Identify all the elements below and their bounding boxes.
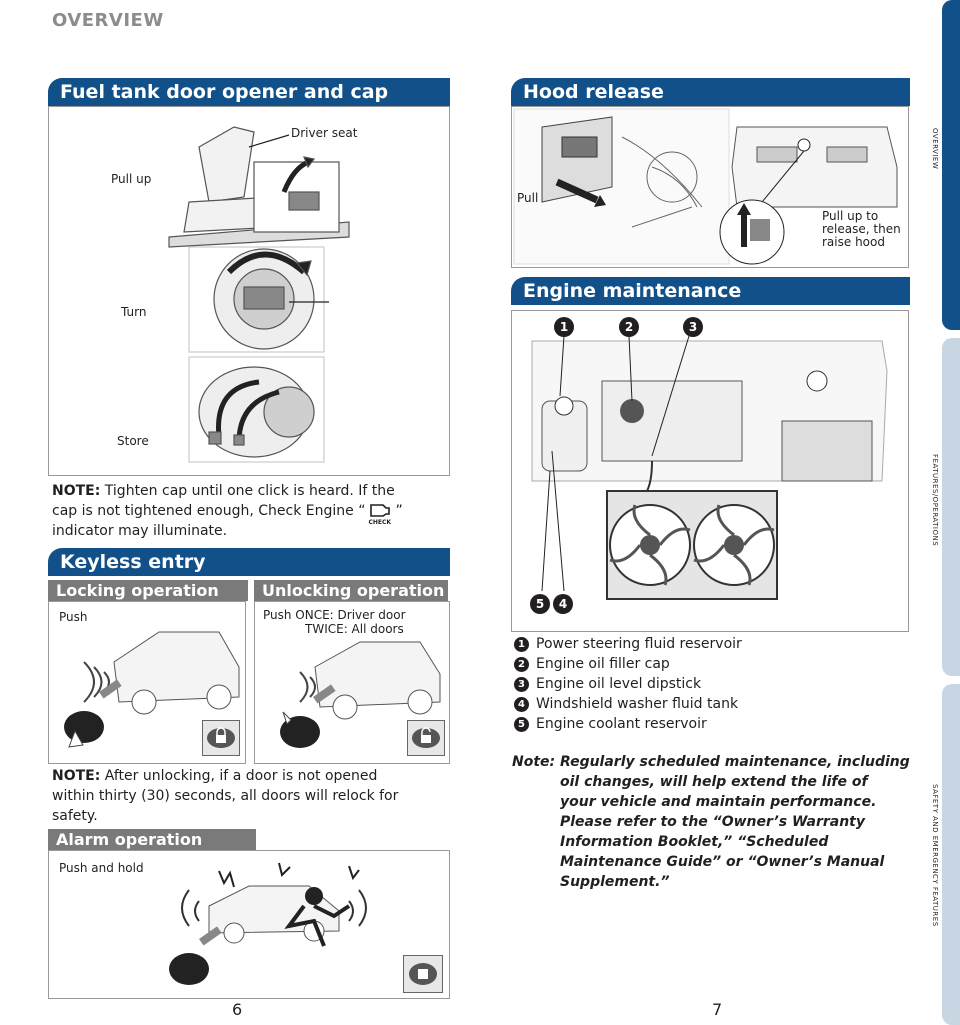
legend-number: 4: [514, 697, 529, 712]
legend-label: Engine oil level dipstick: [536, 676, 702, 692]
side-tab-safety[interactable]: [942, 684, 960, 1025]
unlock-button-icon: [407, 720, 445, 756]
unlocking-operation-header: Unlocking operation: [254, 580, 448, 601]
page-number-left: 6: [232, 1000, 243, 1019]
fuel-section-title: Fuel tank door opener and cap: [60, 81, 389, 103]
callout-1: 1: [554, 317, 574, 337]
unlocking-operation-title: Unlocking operation: [262, 581, 445, 600]
pull-up-release-line2: release, then: [822, 222, 901, 236]
legend-number: 3: [514, 677, 529, 692]
pull-label: Pull: [517, 191, 539, 205]
keyless-note-line3: safety.: [52, 808, 98, 824]
keyless-section-title: Keyless entry: [60, 551, 206, 573]
legend-item: 1 Power steering fluid reservoir: [514, 634, 742, 654]
store-label: Store: [117, 434, 149, 448]
driver-seat-illustration: [168, 126, 350, 248]
lock-button-icon: [202, 720, 240, 756]
alarm-panel: Push and hold: [48, 850, 450, 999]
legend-label: Engine coolant reservoir: [536, 716, 707, 732]
legend-number: 5: [514, 717, 529, 732]
alarm-operation-header: Alarm operation: [48, 829, 256, 850]
side-tab-overview-label: OVERVIEW: [931, 128, 939, 170]
car-unlock-illustration: [280, 641, 441, 748]
engine-bay-illustration: [531, 335, 888, 600]
check-engine-label: CHECK: [368, 519, 392, 526]
maintenance-note-line7: Supplement.”: [560, 874, 670, 890]
engine-section-title: Engine maintenance: [523, 280, 742, 302]
engine-panel: 1 2 3 4 5: [511, 310, 909, 632]
pull-up-release-line1: Pull up to: [822, 209, 879, 223]
fuel-illustrations: [168, 126, 350, 463]
alarm-push-hold-label: Push and hold: [59, 861, 144, 875]
fuel-note-line2a: cap is not tightened enough, Check Engin…: [52, 503, 366, 519]
side-tab-overview[interactable]: [942, 0, 960, 330]
fuel-cap-turn-illustration: [188, 246, 329, 353]
legend-item: 4 Windshield washer fluid tank: [514, 694, 738, 714]
legend-item: 3 Engine oil level dipstick: [514, 674, 701, 694]
legend-item: 5 Engine coolant reservoir: [514, 714, 707, 734]
maintenance-note-line1: Note: Regularly scheduled maintenance, i…: [512, 754, 910, 770]
side-tab-features[interactable]: [942, 338, 960, 676]
legend-number: 2: [514, 657, 529, 672]
page-number-right: 7: [712, 1000, 723, 1019]
legend-item: 2 Engine oil filler cap: [514, 654, 670, 674]
keyless-note-line1: After unlocking, if a door is not opened: [104, 768, 378, 784]
unlocking-label-line2: TWICE: All doors: [305, 622, 404, 636]
legend-label: Windshield washer fluid tank: [536, 696, 739, 712]
engine-section-banner: Engine maintenance: [511, 277, 910, 305]
callout-3: 3: [683, 317, 703, 337]
keyless-note-prefix: NOTE:: [52, 768, 101, 784]
side-tab-safety-label: SAFETY AND EMERGENCY FEATURES: [931, 784, 939, 927]
keyless-note-line2: within thirty (30) seconds, all doors wi…: [52, 788, 399, 804]
maintenance-note-line5: Information Booklet,” “Scheduled: [560, 834, 829, 850]
note-prefix: NOTE:: [52, 483, 101, 499]
maintenance-note-line4: Please refer to the “Owner’s Warranty: [560, 814, 865, 830]
hood-lever-illustration: [513, 108, 730, 265]
maintenance-note-line2: oil changes, will help extend the life o…: [560, 774, 868, 790]
hood-illustrations: [513, 108, 898, 265]
pull-up-label: Pull up: [111, 172, 152, 186]
hood-section-title: Hood release: [523, 81, 664, 103]
legend-label: Engine oil filler cap: [536, 656, 670, 672]
fuel-cap-store-illustration: [188, 356, 325, 463]
driver-seat-label: Driver seat: [291, 126, 358, 140]
side-tab-features-label: FEATURES/OPERATIONS: [931, 454, 939, 547]
locking-push-label: Push: [59, 610, 88, 624]
fuel-illustration-panel: Driver seat Pull up Turn Store: [48, 106, 450, 476]
pull-up-release-line3: raise hood: [822, 235, 885, 249]
fuel-note: NOTE: Tighten cap until one click is hea…: [52, 481, 452, 541]
callout-5: 5: [530, 594, 550, 614]
fuel-note-line1: Tighten cap until one click is heard. If…: [104, 483, 395, 499]
hood-section-banner: Hood release: [511, 78, 910, 106]
hood-latch-illustration: [719, 126, 898, 265]
fuel-section-banner: Fuel tank door opener and cap: [48, 78, 450, 106]
callout-2: 2: [619, 317, 639, 337]
keyless-section-banner: Keyless entry: [48, 548, 450, 576]
check-engine-icon: CHECK: [365, 501, 395, 526]
fuel-note-line2b: ”: [395, 503, 403, 519]
unlocking-panel: Push ONCE: Driver door TWICE: All doors: [254, 601, 450, 764]
legend-label: Power steering fluid reservoir: [536, 636, 742, 652]
unlocking-label-line1: Push ONCE: Driver door: [263, 608, 406, 622]
locking-panel: Push: [48, 601, 246, 764]
locking-operation-header: Locking operation: [48, 580, 248, 601]
locking-operation-title: Locking operation: [56, 581, 219, 600]
callout-4: 4: [553, 594, 573, 614]
keyless-note: NOTE: After unlocking, if a door is not …: [52, 766, 452, 826]
fuel-note-line3: indicator may illuminate.: [52, 523, 228, 539]
maintenance-note: Note: Regularly scheduled maintenance, i…: [512, 752, 912, 892]
maintenance-note-line3: your vehicle and maintain performance.: [560, 794, 877, 810]
legend-number: 1: [514, 637, 529, 652]
car-lock-illustration: [64, 631, 240, 748]
maintenance-note-line6: Maintenance Guide” or “Owner’s Manual: [560, 854, 885, 870]
alarm-operation-title: Alarm operation: [56, 830, 203, 849]
hood-panel: Pull Pull up to release, then raise hood: [511, 106, 909, 268]
turn-label: Turn: [121, 305, 147, 319]
panic-button-icon: [403, 955, 443, 993]
alarm-illustration: [169, 862, 367, 985]
page-title: OVERVIEW: [52, 10, 164, 31]
